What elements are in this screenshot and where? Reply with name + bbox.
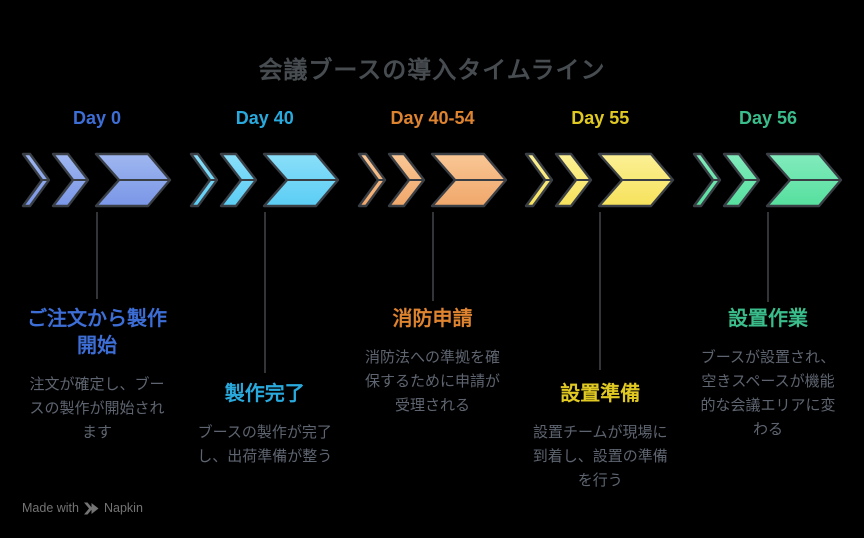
- day-label: Day 40-54: [390, 108, 475, 128]
- day-label: Day 0: [72, 108, 122, 128]
- connector-line: [767, 212, 769, 302]
- page-title: 会議ブースの導入タイムライン: [258, 57, 606, 84]
- stage-heading: 製作完了: [224, 383, 305, 405]
- chevron-arrow-icon: [525, 152, 675, 208]
- stage-description: ブースが設置され、 空きスペースが機能 的な会議エリアに変 わる: [700, 349, 836, 438]
- chevron-arrow-icon: [357, 152, 507, 208]
- stage-description: 消防法への準拠を確 保するために申請が 受理される: [364, 349, 500, 414]
- stage-heading: 設置作業: [728, 308, 808, 330]
- stage-text-block: 製作完了 ブースの製作が完了 し、出荷準備が整う: [179, 381, 351, 469]
- stage-text-block: 消防申請 消防法への準拠を確 保するために申請が 受理される: [347, 306, 519, 418]
- stage-text-block: 設置作業 ブースが設置され、 空きスペースが機能 的な会議エリアに変 わる: [682, 306, 854, 442]
- stage-text-block: 設置準備 設置チームが現場に 到着し、設置の準備 を行う: [514, 381, 686, 493]
- connector-line: [264, 212, 266, 373]
- made-with-label: Made with: [22, 501, 79, 515]
- stage-description: ブースの製作が完了 し、出荷準備が整う: [197, 424, 333, 465]
- napkin-brand-label: Napkin: [103, 501, 143, 515]
- stage-heading: ご注文から製作 開始: [27, 308, 167, 357]
- connector-line: [599, 212, 601, 370]
- napkin-watermark: Made with Napkin: [22, 501, 143, 515]
- stage-description: 設置チームが現場に 到着し、設置の準備 を行う: [532, 424, 668, 489]
- chevron-arrow-icon: [692, 152, 843, 208]
- chevron-arrow-icon: [189, 152, 339, 208]
- connector-line: [96, 212, 98, 299]
- day-label: Day 55: [571, 108, 630, 128]
- chevron-arrow-icon: [21, 152, 172, 208]
- stage-text-block: ご注文から製作 開始 注文が確定し、ブー スの製作が開始され ます: [11, 306, 183, 445]
- napkin-logo-icon: [83, 502, 99, 514]
- connector-line: [432, 212, 433, 301]
- stage-heading: 消防申請: [392, 308, 473, 330]
- stage-description: 注文が確定し、ブー スの製作が開始され ます: [29, 376, 165, 441]
- day-label: Day 56: [738, 108, 798, 128]
- day-label: Day 40: [235, 108, 294, 128]
- stage-heading: 設置準備: [560, 383, 641, 405]
